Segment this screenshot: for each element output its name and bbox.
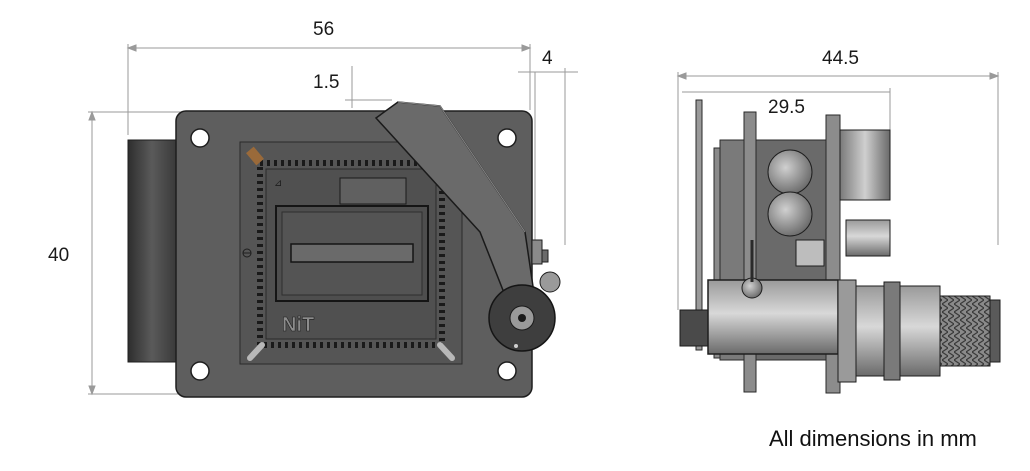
mounting-hole-top-right xyxy=(497,128,517,148)
side-dimension-lines xyxy=(676,72,1000,310)
dimension-height-label: 40 xyxy=(48,245,70,266)
side-connector xyxy=(127,139,177,363)
svg-text:⊿: ⊿ xyxy=(274,178,282,189)
mounting-hole-bottom-right xyxy=(497,361,517,381)
dimension-offset-label: 4 xyxy=(542,48,553,69)
mounting-holes xyxy=(190,128,517,381)
sensor-slot xyxy=(290,243,414,263)
dimension-inner-depth-label: 29.5 xyxy=(768,97,805,118)
back-plate xyxy=(695,99,703,351)
nit-logo: NiT xyxy=(282,314,314,336)
front-dimension-lines xyxy=(88,44,578,396)
dimension-width-label: 56 xyxy=(313,19,335,40)
main-cylinder xyxy=(707,279,839,355)
top-label-pad xyxy=(339,177,407,205)
mounting-hole-bottom-left xyxy=(190,361,210,381)
front-view: ⊿ NiT xyxy=(88,44,578,398)
units-caption: All dimensions in mm xyxy=(769,426,977,451)
dimension-depth-label: 44.5 xyxy=(822,48,859,69)
side-view xyxy=(676,72,1001,394)
mounting-hole-top-left xyxy=(190,128,210,148)
dimension-gap-label: 1.5 xyxy=(313,72,340,93)
threaded-connector xyxy=(939,295,991,367)
